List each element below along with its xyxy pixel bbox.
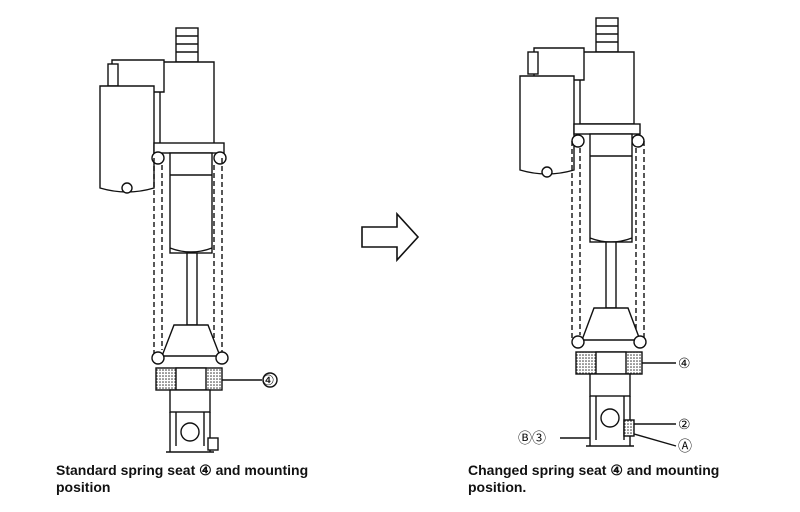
lower-mount bbox=[169, 389, 211, 413]
spring-collar-top bbox=[573, 123, 641, 135]
piston-rod bbox=[186, 252, 198, 326]
top-fitting bbox=[595, 17, 619, 53]
direction-arrow bbox=[361, 211, 420, 263]
shock-absorber-changed bbox=[519, 17, 677, 447]
caption-standard-line2: position bbox=[56, 479, 111, 495]
top-fitting bbox=[175, 27, 199, 63]
callout-B3: Ⓑ③ bbox=[518, 430, 546, 446]
spring-collar-top bbox=[153, 142, 225, 154]
spring-outline bbox=[571, 141, 645, 340]
piston-rod bbox=[605, 241, 617, 309]
caption-standard: Standard spring seat ④ and mounting posi… bbox=[56, 462, 376, 496]
reservoir bbox=[99, 85, 155, 193]
bump-stop bbox=[580, 307, 642, 341]
callout-seat-right: ④ bbox=[678, 355, 691, 371]
upper-body bbox=[579, 51, 635, 125]
spring-outline bbox=[153, 158, 223, 355]
callout-A: Ⓐ bbox=[678, 438, 692, 454]
callout-seat-left: ④ bbox=[262, 372, 275, 388]
shock-absorber-standard bbox=[99, 27, 278, 453]
lower-mount bbox=[589, 373, 631, 397]
reservoir bbox=[519, 75, 575, 175]
callout-two: ② bbox=[678, 416, 691, 432]
caption-changed-line1: Changed spring seat ④ and mounting bbox=[468, 462, 720, 478]
main-cylinder bbox=[169, 152, 213, 254]
caption-changed-line2: position. bbox=[468, 479, 527, 495]
caption-standard-line1: Standard spring seat ④ and mounting bbox=[56, 462, 309, 478]
upper-body bbox=[159, 61, 215, 149]
main-cylinder bbox=[589, 133, 633, 243]
caption-changed: Changed spring seat ④ and mounting posit… bbox=[468, 462, 788, 496]
bump-stop bbox=[160, 324, 222, 357]
